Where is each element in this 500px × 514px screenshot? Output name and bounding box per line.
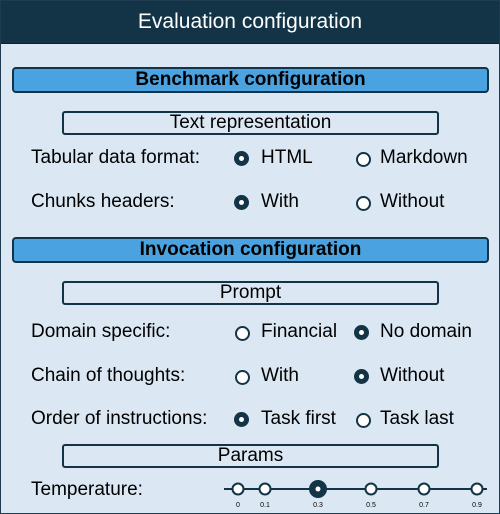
tabular-format-label: Tabular data format: (31, 147, 200, 168)
order-task-first-radio[interactable] (234, 412, 249, 427)
invocation-section-header: Invocation configuration (12, 237, 489, 263)
temperature-tick-label: 0.7 (419, 502, 429, 509)
chunks-headers-with-radio[interactable] (234, 195, 249, 210)
temperature-label: Temperature: (31, 479, 143, 500)
temperature-tick-label: 0 (236, 502, 240, 509)
order-task-last-radio[interactable] (356, 413, 371, 428)
temperature-tick-label: 0.9 (472, 502, 482, 509)
tabular-format-html-label[interactable]: HTML (261, 147, 313, 168)
benchmark-section-header: Benchmark configuration (12, 67, 489, 93)
domain-specific-label: Domain specific: (31, 321, 171, 342)
chunks-headers-label: Chunks headers: (31, 191, 175, 212)
params-header: Params (62, 444, 439, 468)
chunks-headers-without-radio[interactable] (356, 196, 371, 211)
tabular-format-html-radio[interactable] (234, 151, 249, 166)
temperature-stop-0.9[interactable] (470, 482, 484, 496)
temperature-stop-0.1[interactable] (258, 482, 272, 496)
chunks-headers-with-label[interactable]: With (261, 191, 299, 212)
cot-without-radio[interactable] (354, 369, 369, 384)
temperature-stop-0.7[interactable] (417, 482, 431, 496)
prompt-header: Prompt (62, 281, 439, 305)
temperature-tick-label: 0.3 (313, 502, 323, 509)
domain-none-label[interactable]: No domain (380, 321, 472, 342)
domain-financial-radio[interactable] (235, 326, 250, 341)
temperature-tick-label: 0.5 (366, 502, 376, 509)
temperature-stop-0.5[interactable] (364, 482, 378, 496)
domain-none-radio[interactable] (354, 325, 369, 340)
temperature-stop-0[interactable] (231, 482, 245, 496)
tabular-format-markdown-radio[interactable] (356, 152, 371, 167)
order-task-first-label[interactable]: Task first (261, 408, 336, 429)
panel-title: Evaluation configuration (1, 1, 499, 44)
order-of-instructions-label: Order of instructions: (31, 408, 208, 429)
text-representation-header: Text representation (62, 111, 439, 135)
order-task-last-label[interactable]: Task last (380, 408, 454, 429)
cot-with-label[interactable]: With (261, 365, 299, 386)
temperature-selected-dot (315, 486, 321, 492)
cot-with-radio[interactable] (235, 370, 250, 385)
chunks-headers-without-label[interactable]: Without (380, 191, 445, 212)
chain-of-thoughts-label: Chain of thoughts: (31, 365, 186, 386)
domain-financial-label[interactable]: Financial (261, 321, 338, 342)
tabular-format-markdown-label[interactable]: Markdown (380, 147, 468, 168)
temperature-tick-label: 0.1 (260, 502, 270, 509)
cot-without-label[interactable]: Without (380, 365, 445, 386)
